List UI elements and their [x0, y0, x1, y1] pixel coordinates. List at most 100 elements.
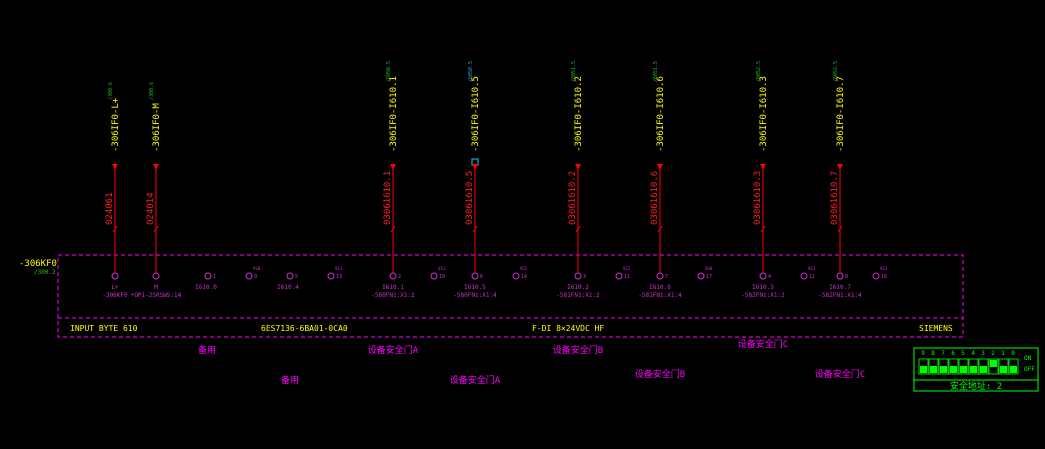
wire-tick [390, 225, 396, 233]
wire-4: -306IF0-I610.2/6051.503061610.23I610.2-5… [556, 61, 600, 299]
terminal-point[interactable] [389, 272, 397, 280]
terminal-point[interactable] [245, 272, 253, 280]
arrow-head [472, 164, 478, 170]
dip-switch-lever[interactable] [950, 366, 957, 373]
terminal-name: I610.7 [829, 284, 851, 291]
note-label: 设备安全门A [450, 374, 501, 386]
terminal-ref: -581FN1:X1:4 [638, 292, 682, 299]
wire-number: 03061610.1 [383, 171, 393, 225]
terminal-point[interactable] [800, 272, 808, 280]
note-label: 设备安全门A [368, 344, 419, 356]
dip-switch-lever[interactable] [960, 366, 967, 373]
pin-number: 7 [665, 274, 668, 280]
arrow-head [153, 164, 159, 170]
pin-vs-label: VS3 [880, 266, 888, 271]
manufacturer-label: SIEMENS [919, 324, 953, 333]
pin-number: 2 [398, 274, 401, 280]
wire-number: 03061610.2 [568, 171, 578, 225]
terminal-name: I610.3 [752, 284, 774, 291]
dip-switch-lever[interactable] [970, 366, 977, 373]
dip-label: 6 [951, 350, 955, 357]
pin-vs-label: VS1 [438, 266, 446, 271]
signal-ref: /6052.5 [833, 61, 839, 82]
terminal-point[interactable] [286, 272, 294, 280]
module-tag: -306KF0 [19, 259, 57, 269]
dip-cell [988, 358, 999, 375]
pin-number: 6 [480, 274, 483, 280]
wire-2: -306IF0-I610.1/6050.503061610.12I610.1-5… [371, 61, 415, 299]
signal-label: -306IF0-M [152, 103, 162, 152]
pin-group: 1I610.09VS05I610.413VS110VS114VS211VS217… [195, 266, 888, 291]
terminal-point[interactable] [111, 272, 119, 280]
pin-vs-label: VS2 [520, 266, 528, 271]
terminal-point[interactable] [204, 272, 212, 280]
dip-label: 8 [931, 350, 935, 357]
arrow-head [837, 164, 843, 170]
terminal-point[interactable] [471, 272, 479, 280]
dip-label: 3 [981, 350, 985, 357]
arrow-head [390, 164, 396, 170]
terminal-ref: -581FN1:X1:2 [556, 292, 600, 299]
pin-number: 4 [768, 274, 771, 280]
dip-switch-lever[interactable] [940, 366, 947, 373]
terminal-point[interactable] [327, 272, 335, 280]
terminal-point[interactable] [512, 272, 520, 280]
pin-vs-label: VS1 [335, 266, 343, 271]
dip-cell [938, 358, 949, 375]
pin-number: 10 [439, 274, 445, 280]
pin-vs-label: VS3 [808, 266, 816, 271]
terminal-point[interactable] [574, 272, 582, 280]
pin-vs-label: VS2 [623, 266, 631, 271]
pin-number: 11 [624, 274, 630, 280]
wire-tick [472, 225, 478, 233]
safety-address-label: 安全地址: 2 [950, 380, 1002, 392]
signal-label: -306IF0-I610.3 [759, 76, 769, 152]
terminal-point[interactable] [836, 272, 844, 280]
dip-switch-lever[interactable] [990, 360, 997, 367]
dip-cell [958, 358, 969, 375]
dip-switch-lever[interactable] [1000, 366, 1007, 373]
dip-switch-lever[interactable] [930, 366, 937, 373]
terminal-point[interactable] [152, 272, 160, 280]
terminal-name: I610.2 [567, 284, 589, 291]
pin-number: 5 [295, 274, 298, 280]
dip-switch-lever[interactable] [1010, 366, 1017, 373]
dip-label: 4 [971, 350, 975, 357]
terminal-point[interactable] [656, 272, 664, 280]
arrow-head [112, 164, 118, 170]
terminal-point[interactable] [430, 272, 438, 280]
wire-tick [837, 225, 843, 233]
terminal-point[interactable] [759, 272, 767, 280]
dip-switch-lever[interactable] [920, 366, 927, 373]
wire-6: -306IF0-I610.3/6052.503061610.34I610.3-5… [741, 61, 785, 299]
terminal-ref: +OP1-2SRSW5:14 [131, 292, 182, 299]
dip-label: 0 [1011, 350, 1015, 357]
terminal-name: I610.4 [277, 284, 299, 291]
pin-number: 12 [809, 274, 815, 280]
terminal-point[interactable] [615, 272, 623, 280]
arrow-head [575, 164, 581, 170]
terminal-point[interactable] [872, 272, 880, 280]
dip-cell [918, 358, 929, 375]
dip-switch-lever[interactable] [980, 366, 987, 373]
dip-cell [968, 358, 979, 375]
dip-outline [913, 347, 1039, 392]
terminal-name: I610.1 [382, 284, 404, 291]
pin-number: 16 [881, 274, 887, 280]
dip-cell [928, 358, 939, 375]
terminal-point[interactable] [697, 272, 705, 280]
dip-cell [978, 358, 989, 375]
wire-group: -306IF0-L+/300.6024061L+-306KF0-306IF0-M… [102, 61, 862, 299]
note-label: 备用 [198, 344, 216, 356]
module-tag-ref: /300.2 [34, 269, 56, 276]
dip-label: 7 [941, 350, 945, 357]
signal-label: -306IF0-L+ [111, 97, 121, 152]
wire-7: -306IF0-I610.7/6052.503061610.78I610.7-5… [818, 61, 862, 299]
